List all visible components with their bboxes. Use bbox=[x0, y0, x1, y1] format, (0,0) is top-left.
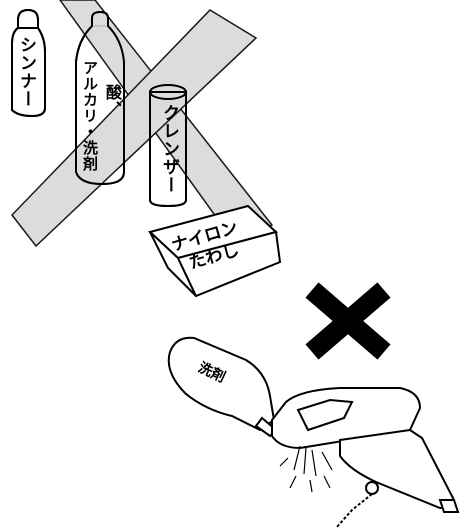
label-cleanser: クレンザー bbox=[157, 104, 182, 194]
label-alkali-detergent: アルカリ・洗剤 bbox=[80, 60, 101, 172]
cleaning-agents-group bbox=[12, 0, 280, 296]
x-mark-icon bbox=[312, 290, 384, 352]
label-acid: 酸、 bbox=[100, 84, 124, 118]
faucet bbox=[272, 388, 458, 528]
detergent-bottle bbox=[169, 338, 276, 436]
label-thinner: シンナー bbox=[14, 36, 39, 108]
